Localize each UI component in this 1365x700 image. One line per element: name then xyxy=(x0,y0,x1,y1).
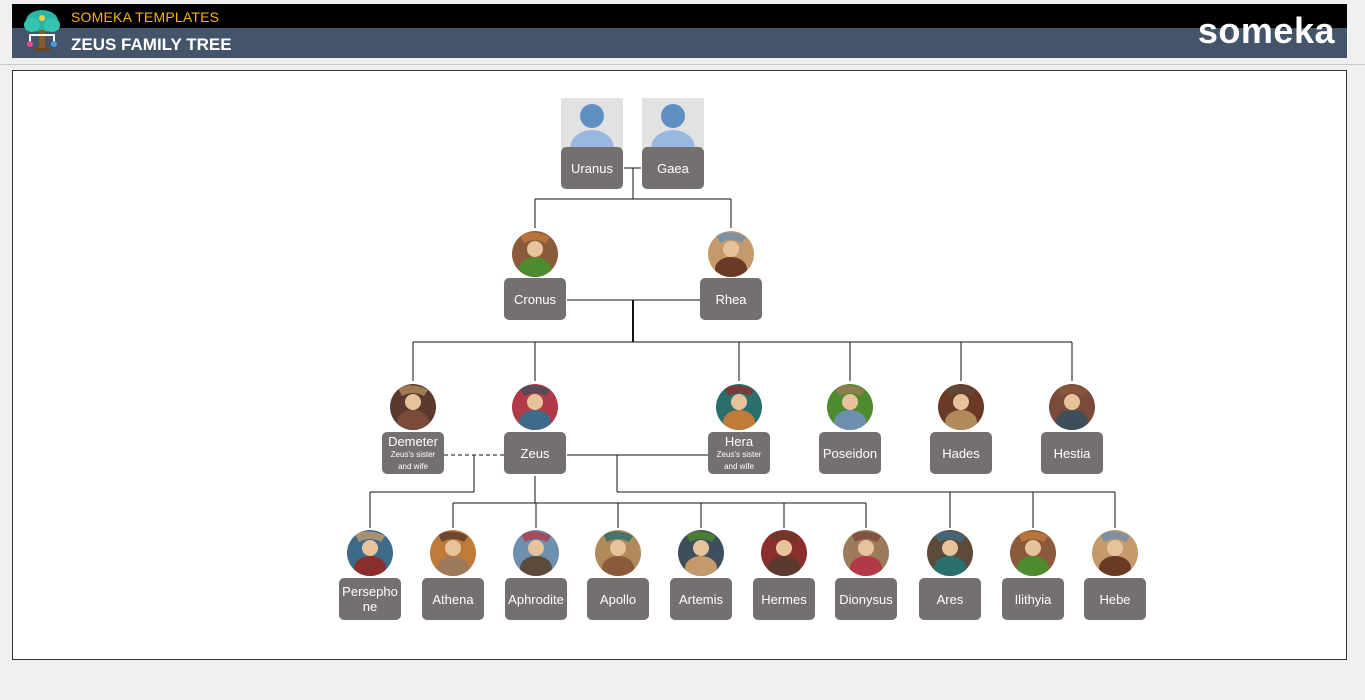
person-name: Demeter xyxy=(388,434,438,449)
person-name: Uranus xyxy=(571,161,613,176)
person-name: Athena xyxy=(432,592,473,607)
person-card-ares[interactable]: Ares xyxy=(919,578,981,620)
family-tree-logo-icon xyxy=(20,8,64,54)
person-card-apollo[interactable]: Apollo xyxy=(587,578,649,620)
relation-note: Zeus's sister and wife xyxy=(712,449,766,473)
person-card-artemis[interactable]: Artemis xyxy=(670,578,732,620)
person-placeholder-icon xyxy=(561,98,623,148)
portrait-hebe xyxy=(1092,530,1138,576)
person-card-gaea[interactable]: Gaea xyxy=(642,147,704,189)
person-name: Hera xyxy=(725,434,753,449)
person-name: Ares xyxy=(937,592,964,607)
portrait-demeter xyxy=(390,384,436,430)
person-name: Hestia xyxy=(1054,446,1091,461)
person-name: Cronus xyxy=(514,292,556,307)
person-name: Poseidon xyxy=(823,446,877,461)
portrait-athena xyxy=(430,530,476,576)
portrait-hera xyxy=(716,384,762,430)
person-card-hermes[interactable]: Hermes xyxy=(753,578,815,620)
app-header: SOMEKA TEMPLATES ZEUS FAMILY TREE someka xyxy=(12,4,1347,58)
person-name: Aphrodite xyxy=(508,592,564,607)
brand-label: SOMEKA TEMPLATES xyxy=(71,9,219,25)
portrait-hermes xyxy=(761,530,807,576)
portrait-hestia xyxy=(1049,384,1095,430)
person-name: Hades xyxy=(942,446,980,461)
portrait-ares xyxy=(927,530,973,576)
person-card-ilithyia[interactable]: Ilithyia xyxy=(1002,578,1064,620)
person-card-uranus[interactable]: Uranus xyxy=(561,147,623,189)
person-name: Gaea xyxy=(657,161,689,176)
person-name: Hebe xyxy=(1099,592,1130,607)
person-card-hestia[interactable]: Hestia xyxy=(1041,432,1103,474)
person-card-aphrodite[interactable]: Aphrodite xyxy=(505,578,567,620)
person-name: Zeus xyxy=(521,446,550,461)
person-card-cronus[interactable]: Cronus xyxy=(504,278,566,320)
person-name: Ilithyia xyxy=(1015,592,1052,607)
portrait-zeus xyxy=(512,384,558,430)
person-name: Apollo xyxy=(600,592,636,607)
header-divider xyxy=(0,64,1365,65)
person-card-rhea[interactable]: Rhea xyxy=(700,278,762,320)
person-placeholder-icon xyxy=(642,98,704,148)
portrait-artemis xyxy=(678,530,724,576)
person-card-hebe[interactable]: Hebe xyxy=(1084,578,1146,620)
portrait-cronus xyxy=(512,231,558,277)
portrait-dionysus xyxy=(843,530,889,576)
someka-logo[interactable]: someka xyxy=(1198,10,1335,52)
page-title: ZEUS FAMILY TREE xyxy=(71,35,232,55)
portrait-ilithyia xyxy=(1010,530,1056,576)
person-card-persephone[interactable]: Persephone xyxy=(339,578,401,620)
portrait-hades xyxy=(938,384,984,430)
person-name: Dionysus xyxy=(839,592,892,607)
portrait-apollo xyxy=(595,530,641,576)
person-name: Hermes xyxy=(761,592,807,607)
person-card-athena[interactable]: Athena xyxy=(422,578,484,620)
person-name: Rhea xyxy=(715,292,746,307)
person-card-poseidon[interactable]: Poseidon xyxy=(819,432,881,474)
person-card-hades[interactable]: Hades xyxy=(930,432,992,474)
portrait-poseidon xyxy=(827,384,873,430)
person-card-zeus[interactable]: Zeus xyxy=(504,432,566,474)
portrait-rhea xyxy=(708,231,754,277)
person-card-dionysus[interactable]: Dionysus xyxy=(835,578,897,620)
portrait-aphrodite xyxy=(513,530,559,576)
person-name: Artemis xyxy=(679,592,723,607)
relation-note: Zeus's sister and wife xyxy=(386,449,440,473)
portrait-persephone xyxy=(347,530,393,576)
person-name: Persephone xyxy=(342,584,398,614)
